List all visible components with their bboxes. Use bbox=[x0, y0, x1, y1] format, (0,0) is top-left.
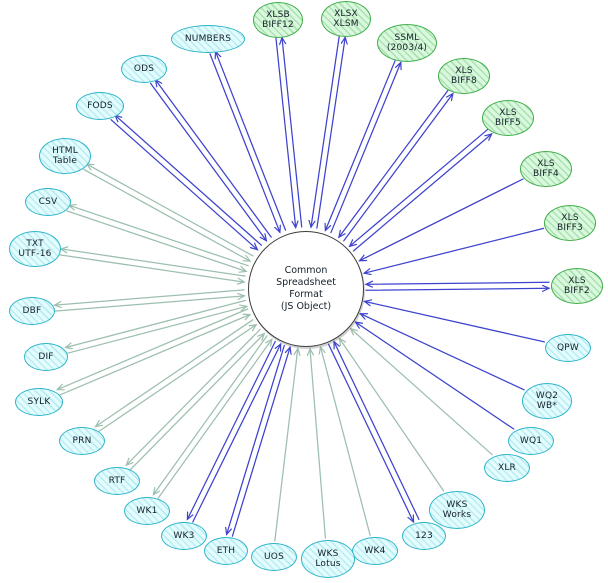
node-fods: FODS bbox=[76, 92, 124, 120]
node-txt-utf-16: TXT UTF-16 bbox=[9, 231, 61, 267]
node-sylk: SYLK bbox=[15, 388, 63, 416]
edge-html-table-read bbox=[83, 168, 250, 261]
node-csv: CSV bbox=[25, 188, 71, 216]
node-wq2-wb: WQ2 WB* bbox=[522, 383, 572, 419]
edge-xlsb-biff12-read bbox=[275, 37, 296, 227]
node-html-table: HTML Table bbox=[39, 138, 91, 174]
edge-sylk-write bbox=[57, 308, 249, 390]
node-rtf: RTF bbox=[94, 467, 140, 495]
node-ods: ODS bbox=[121, 55, 167, 83]
edge-rtf-read bbox=[130, 334, 265, 470]
edge-rtf-write bbox=[126, 328, 261, 465]
edge-ssml-2003-4-write bbox=[330, 63, 401, 234]
edge-123-read bbox=[333, 342, 420, 521]
edge-dif-write bbox=[66, 299, 246, 348]
edge-qpw-read bbox=[365, 301, 546, 343]
edge-xls-biff8-write bbox=[343, 94, 453, 242]
edge-xls-biff5-read bbox=[350, 128, 489, 246]
center-node: Common Spreadsheet Format (JS Object) bbox=[248, 231, 364, 347]
edge-wk3-read bbox=[192, 344, 281, 523]
edge-fods-write bbox=[115, 115, 263, 246]
edge-html-table-write bbox=[87, 164, 254, 257]
edge-xls-biff3-read bbox=[364, 227, 545, 273]
edge-dbf-write bbox=[55, 289, 245, 305]
node-xls-biff8: XLS BIFF8 bbox=[438, 58, 490, 94]
edge-uos-read bbox=[274, 349, 298, 542]
edge-ods-write bbox=[155, 80, 272, 238]
edge-dif-read bbox=[66, 306, 247, 354]
node-wks-lotus: WKS Lotus bbox=[301, 540, 355, 578]
edge-numbers-read bbox=[209, 53, 280, 232]
node-wk3: WK3 bbox=[161, 522, 207, 550]
node-xls-biff5: XLS BIFF5 bbox=[482, 100, 534, 136]
node-numbers: NUMBERS bbox=[171, 25, 245, 53]
edge-xls-biff2-read bbox=[366, 282, 550, 284]
edge-wks-works-read bbox=[339, 338, 445, 492]
node-wks-works: WKS Works bbox=[429, 491, 485, 529]
node-xls-biff3: XLS BIFF3 bbox=[544, 205, 596, 241]
edge-wk4-read bbox=[321, 347, 371, 536]
edge-xlr-read bbox=[351, 329, 493, 456]
edge-xlsx-xlsm-read bbox=[311, 35, 340, 227]
edge-eth-write bbox=[227, 344, 285, 535]
edge-sylk-read bbox=[58, 315, 250, 396]
edge-123-write bbox=[327, 343, 415, 522]
edge-csv-read bbox=[66, 210, 246, 271]
node-xlsb-biff12: XLSB BIFF12 bbox=[253, 2, 303, 38]
edge-fods-read bbox=[110, 119, 257, 250]
node-dif: DIF bbox=[24, 343, 68, 371]
edge-xls-biff8-read bbox=[339, 89, 449, 237]
edge-ssml-2003-4-read bbox=[325, 59, 396, 230]
node-wk1: WK1 bbox=[124, 497, 170, 525]
node-qpw: QPW bbox=[545, 334, 591, 362]
edge-prn-write bbox=[96, 319, 254, 427]
edge-wks-lotus-read bbox=[310, 349, 327, 539]
node-uos: UOS bbox=[251, 543, 297, 571]
node-wq1: WQ1 bbox=[508, 427, 554, 455]
node-prn: PRN bbox=[59, 427, 105, 455]
edge-dbf-read bbox=[54, 296, 244, 312]
edge-csv-write bbox=[69, 205, 249, 267]
edge-wq1-read bbox=[356, 322, 515, 430]
edge-xls-biff5-write bbox=[352, 134, 492, 252]
edge-txt-utf-16-write bbox=[61, 249, 246, 277]
edge-xlsx-xlsm-write bbox=[316, 37, 345, 229]
node-wk4: WK4 bbox=[352, 537, 398, 565]
edge-numbers-write bbox=[216, 52, 287, 231]
node-eth: ETH bbox=[204, 537, 248, 565]
edge-xls-biff4-read bbox=[360, 178, 524, 261]
node-ssml-2003-4: SSML (2003/4) bbox=[377, 24, 437, 62]
node-123: 123 bbox=[402, 522, 446, 550]
edge-wk3-write bbox=[187, 340, 276, 519]
edge-prn-read bbox=[98, 325, 256, 433]
node-xlsx-xlsm: XLSX XLSM bbox=[321, 1, 371, 37]
node-dbf: DBF bbox=[9, 297, 55, 325]
edge-eth-read bbox=[231, 347, 290, 537]
edge-ods-read bbox=[149, 82, 267, 240]
node-xlr: XLR bbox=[484, 454, 530, 482]
node-xls-biff2: XLS BIFF2 bbox=[551, 268, 603, 304]
edge-wk1-write bbox=[153, 335, 268, 495]
node-xls-biff4: XLS BIFF4 bbox=[520, 151, 572, 187]
edge-xlsb-biff12-write bbox=[282, 38, 303, 228]
edge-wq2-wb-read bbox=[360, 313, 525, 391]
edge-txt-utf-16-read bbox=[59, 254, 244, 282]
edge-wk1-read bbox=[157, 339, 272, 499]
edge-xls-biff2-write bbox=[365, 288, 549, 290]
